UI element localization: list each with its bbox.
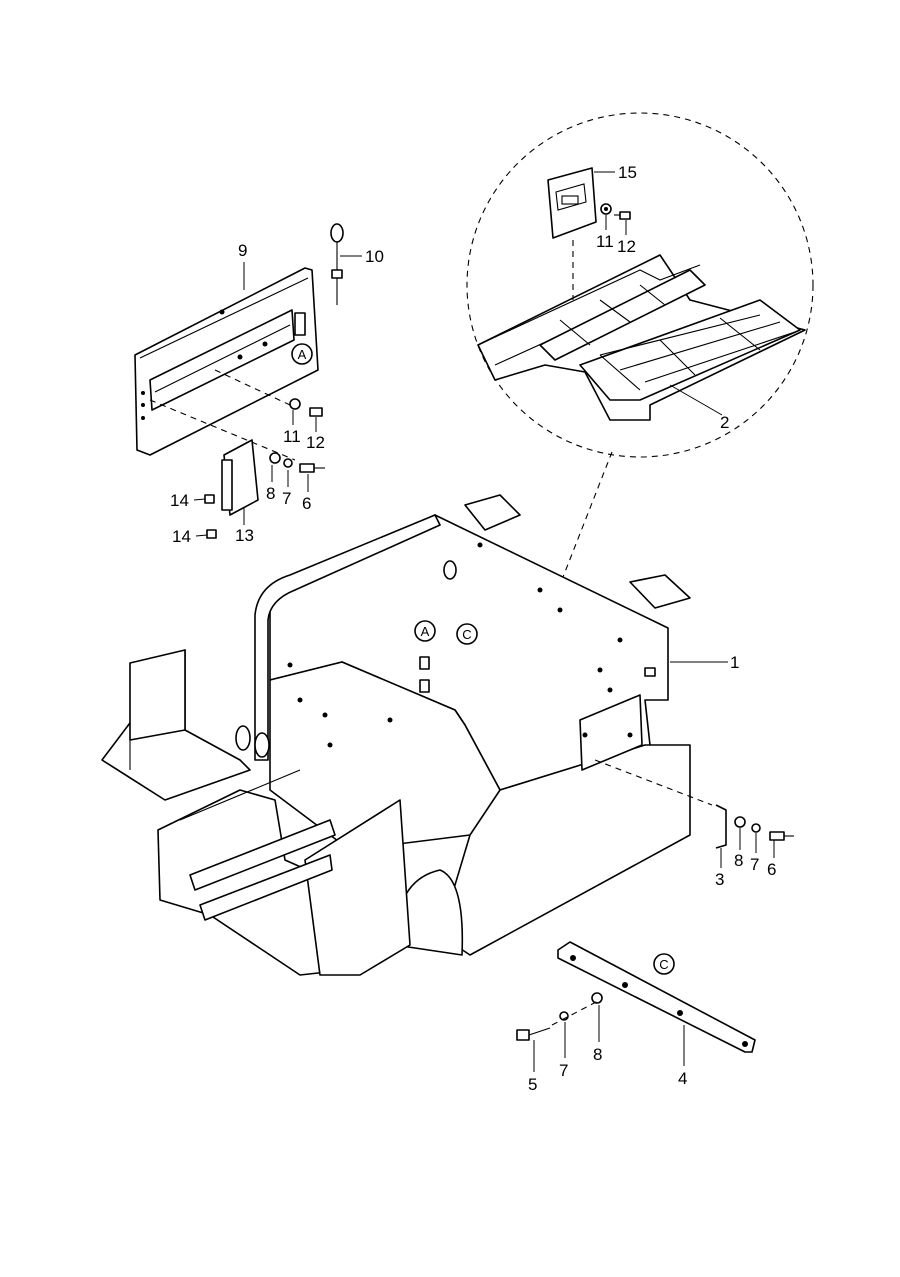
side-panel-part-9	[134, 267, 319, 456]
callout-13: 13	[235, 526, 254, 545]
callout-5: 5	[528, 1075, 537, 1094]
fasteners-right-set	[734, 816, 794, 841]
callout-9: 9	[238, 241, 247, 260]
fasteners-lower-set	[516, 992, 603, 1041]
callout-labels: 1 2 3 4 5 6 6 7 7 7 8 8 8 9 10 11 11 12 …	[170, 163, 776, 1094]
callout-14-lower: 14	[172, 527, 191, 546]
callout-12-detail: 12	[617, 237, 636, 256]
callout-15: 15	[618, 163, 637, 182]
reference-marker-a-upper: A	[291, 343, 313, 365]
fasteners-upper-set	[269, 398, 325, 473]
callout-11-upper: 11	[283, 427, 301, 446]
callout-6-right: 6	[767, 860, 776, 879]
hinge-part-13	[149, 369, 296, 516]
screw-part-14-upper	[204, 494, 215, 504]
callout-14-upper: 14	[170, 491, 189, 510]
callout-12-upper: 12	[306, 433, 325, 452]
callout-7-lower: 7	[559, 1061, 568, 1080]
callout-1: 1	[730, 653, 739, 672]
floor-grid-part-2	[477, 240, 806, 421]
main-frame-part-1	[101, 494, 691, 976]
reference-marker-c-lower: C	[653, 953, 675, 975]
cover-plate-part-15	[547, 167, 597, 239]
callout-3: 3	[715, 870, 724, 889]
screw-part-14-lower	[206, 529, 217, 539]
reference-marker-c-upper: C	[456, 623, 478, 645]
svg-text:C: C	[462, 627, 471, 642]
callout-10: 10	[365, 247, 384, 266]
callout-6-upper: 6	[302, 494, 311, 513]
callout-8-right: 8	[734, 851, 743, 870]
reference-marker-a-lower: A	[414, 620, 436, 642]
svg-text:C: C	[659, 957, 668, 972]
callout-4: 4	[678, 1069, 687, 1088]
crossbar-part-4	[557, 941, 756, 1053]
callout-7-upper: 7	[282, 489, 291, 508]
callout-8-lower: 8	[593, 1045, 602, 1064]
svg-text:A: A	[421, 624, 430, 639]
callout-2: 2	[720, 413, 729, 432]
eye-bolt-part-10	[330, 223, 344, 305]
callout-8-upper: 8	[266, 484, 275, 503]
callout-11-detail: 11	[596, 232, 614, 251]
bolt-12-detail	[614, 211, 631, 220]
leader-lines	[193, 171, 775, 1072]
callout-7-right: 7	[750, 855, 759, 874]
handle-part-3	[594, 759, 727, 849]
nut-11-detail	[600, 203, 612, 215]
svg-text:A: A	[298, 347, 307, 362]
